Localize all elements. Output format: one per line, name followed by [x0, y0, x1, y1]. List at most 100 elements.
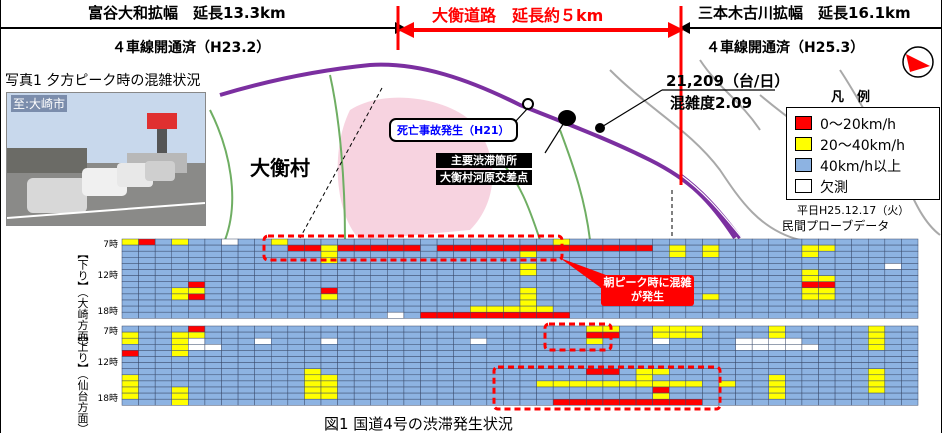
heatmap-cell	[403, 299, 421, 307]
heatmap-cell	[121, 281, 139, 289]
heatmap-cell	[188, 250, 206, 258]
heatmap-cell	[304, 386, 322, 394]
heatmap-cell	[453, 344, 471, 351]
heatmap-cell	[271, 305, 289, 313]
heatmap-cell	[536, 299, 554, 307]
heatmap-cell	[171, 311, 189, 319]
heatmap-cell	[652, 392, 670, 400]
heatmap-cell	[237, 311, 255, 319]
heatmap-cell	[685, 368, 703, 376]
heatmap-cell	[287, 250, 305, 258]
heatmap-cell	[569, 337, 587, 345]
heatmap-cell	[304, 374, 322, 382]
heatmap-cell	[453, 380, 471, 388]
heatmap-cell	[785, 344, 803, 351]
heatmap-cell	[188, 356, 206, 363]
heatmap-cell	[735, 311, 753, 319]
heatmap-cell	[868, 356, 886, 363]
heatmap-cell	[735, 374, 753, 382]
heatmap-cell	[154, 311, 172, 319]
heatmap-cell	[387, 238, 405, 246]
heatmap-cell	[453, 392, 471, 400]
heatmap-cell	[884, 250, 902, 258]
heatmap-cell	[171, 305, 189, 313]
heatmap-cell	[337, 281, 355, 289]
heatmap-cell	[154, 238, 172, 246]
heatmap-cell	[635, 250, 653, 258]
heatmap-cell	[735, 398, 753, 406]
legend-label-3: 欠測	[820, 180, 848, 196]
heatmap-cell	[138, 275, 156, 282]
heatmap-cell	[320, 337, 338, 345]
heatmap-cell	[287, 386, 305, 394]
heatmap-cell	[635, 331, 653, 339]
heatmap-cell	[901, 281, 919, 289]
heatmap-cell	[304, 281, 322, 289]
accident-label: 死亡事故発生（H21）	[389, 118, 518, 142]
heatmap-cell	[436, 299, 454, 307]
heatmap-cell	[320, 275, 338, 282]
heatmap-cell	[221, 344, 239, 351]
heatmap-cell	[768, 337, 786, 345]
heatmap-cell	[154, 269, 172, 276]
heatmap-cell	[154, 287, 172, 295]
heatmap-cell	[536, 269, 554, 276]
heatmap-cell	[204, 311, 222, 319]
heatmap-cell	[254, 337, 272, 345]
heatmap-cell	[751, 238, 769, 246]
heatmap-cell	[387, 392, 405, 400]
heatmap-cell	[785, 299, 803, 307]
heatmap-cell	[884, 244, 902, 252]
heatmap-cell	[403, 325, 421, 333]
left-section-status: ４車線開通済（H23.2）	[112, 40, 271, 56]
heatmap-cell	[569, 275, 587, 282]
heatmap-cell	[834, 250, 852, 258]
heatmap-cell	[453, 362, 471, 369]
heatmap-cell	[221, 368, 239, 376]
heatmap-cell	[552, 331, 570, 339]
heatmap-cell	[635, 380, 653, 388]
heatmap-cell	[768, 299, 786, 307]
heatmap-cell	[154, 281, 172, 289]
heatmap-cell	[901, 374, 919, 382]
heatmap-cell	[652, 386, 670, 394]
heatmap-cell	[702, 344, 720, 351]
heatmap-cell	[353, 398, 372, 406]
heatmap-cell	[420, 380, 438, 388]
heatmap-cell	[503, 386, 521, 394]
heatmap-cell	[718, 238, 736, 246]
heatmap-cell	[154, 257, 172, 264]
heatmap-cell	[519, 350, 537, 357]
heatmap-cell	[536, 356, 554, 363]
heatmap-cell	[851, 368, 869, 376]
heatmap-cell	[470, 356, 488, 363]
heatmap-cell	[702, 305, 720, 313]
heatmap-cell	[237, 362, 255, 369]
heatmap-cell	[586, 356, 604, 363]
heatmap-cell	[685, 392, 703, 400]
heatmap-cell	[420, 386, 438, 394]
heatmap-cell	[718, 299, 736, 307]
heatmap-cell	[436, 287, 454, 295]
right-section-status: ４車線開通済（H25.3）	[706, 40, 865, 56]
heatmap-cell	[801, 392, 819, 400]
heatmap-cell	[320, 305, 338, 313]
heatmap-cell	[536, 250, 554, 258]
heatmap-cell	[337, 392, 355, 400]
heatmap-cell	[370, 344, 388, 351]
heatmap-cell	[121, 250, 139, 258]
heatmap-cell	[420, 392, 438, 400]
heatmap-cell	[271, 275, 289, 282]
heatmap-cell	[619, 311, 637, 319]
heatmap-cell	[320, 356, 338, 363]
heatmap-cell	[370, 263, 388, 270]
heatmap-cell	[768, 380, 786, 388]
heatmap-cell	[635, 392, 653, 400]
heatmap-cell	[569, 287, 587, 295]
heatmap-cell	[818, 244, 836, 252]
heatmap-cell	[851, 356, 869, 363]
legend-swatch-3	[795, 179, 812, 193]
heatmap-cell	[337, 331, 355, 339]
heatmap-cell	[751, 337, 769, 345]
heatmap-cell	[751, 398, 769, 406]
